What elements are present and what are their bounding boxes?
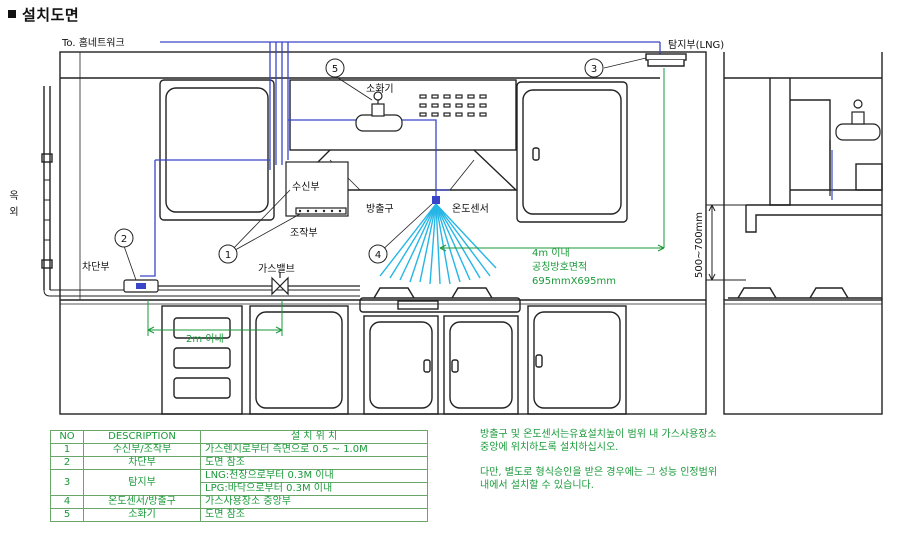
note-line-2: 중앙에 위치하도록 설치하십시오.	[480, 442, 619, 453]
control-buttons	[298, 209, 342, 213]
callout-4: 4	[375, 250, 381, 261]
row-desc: 탐지부	[83, 469, 201, 496]
heading-text: 설치도면	[22, 6, 80, 24]
row-pos: LNG:천장으로부터 0.3M 이내	[200, 469, 428, 483]
callout-1: 1	[225, 250, 231, 261]
dimension-lines	[147, 68, 665, 336]
row-no: 3	[50, 469, 84, 496]
row-desc: 차단부	[83, 456, 201, 470]
coverage-area-value: 695mmX695mm	[532, 276, 616, 287]
row-desc: 소화기	[83, 508, 201, 522]
receiver-label: 수신부	[292, 181, 320, 193]
control-label: 조작부	[290, 227, 318, 239]
nozzle-label: 방출구	[366, 203, 394, 215]
distance-2m-label: 2m 이내	[186, 333, 224, 345]
row-no: 2	[50, 456, 84, 470]
receiver-control-box	[285, 161, 349, 217]
table-row: 4 온도센서/방출구 가스사용장소 중앙부	[50, 495, 428, 509]
gas-supply-line	[130, 272, 360, 296]
callout-leaders	[123, 57, 647, 281]
coverage-area-label: 공칭방호면적	[532, 261, 587, 273]
detector-device	[645, 53, 687, 67]
gas-valve-label: 가스밸브	[258, 263, 295, 275]
network-label: To. 홈네트워크	[61, 36, 125, 49]
row-pos-secondary: LPG:바닥으로부터 0.3M 이내	[200, 482, 428, 496]
note-line-4: 내에서 설치할 수 있습니다.	[480, 480, 594, 491]
detector-label: 탐지부(LNG)	[668, 39, 724, 51]
callout-3: 3	[591, 64, 597, 75]
row-desc: 수신부/조작부	[83, 443, 201, 457]
row-pos: 가스사용장소 중앙부	[200, 495, 428, 509]
col-no-header: NO	[50, 430, 84, 444]
height-range-label: 500~700mm	[694, 212, 705, 278]
callout-5: 5	[332, 64, 338, 75]
row-pos: 도면 참조	[200, 456, 428, 470]
extinguisher-icon	[355, 91, 403, 132]
table-row: 1 수신부/조작부 가스렌지로부터 측면으로 0.5 ~ 1.0M	[50, 443, 428, 457]
heading-bullet	[8, 10, 16, 18]
row-no: 5	[50, 508, 84, 522]
callout-2: 2	[121, 234, 127, 245]
col-pos-header: 설 치 위 치	[200, 430, 428, 444]
shutoff-unit	[123, 279, 159, 293]
row-no: 1	[50, 443, 84, 457]
table-row: 2 차단부 도면 참조	[50, 456, 428, 470]
pipe-dash-markers	[44, 179, 50, 241]
nozzle-head	[432, 196, 440, 204]
outdoor-label: 옥외	[7, 190, 19, 222]
temp-sensor-label: 온도센서	[452, 203, 489, 215]
distance-4m-label: 4m 이내	[532, 247, 570, 259]
row-pos: 도면 참조	[200, 508, 428, 522]
note-line-1: 방출구 및 온도센서는유효설치높이 범위 내 가스사용장소	[480, 429, 717, 440]
note-line-3: 다만, 별도로 형식승인을 받은 경우에는 그 성능 인정범위	[480, 467, 718, 478]
row-no: 4	[50, 495, 84, 509]
table-row: 5 소화기 도면 참조	[50, 508, 428, 522]
height-dimension	[706, 204, 746, 281]
row-desc: 온도센서/방출구	[83, 495, 201, 509]
row-pos: 가스렌지로부터 측면으로 0.5 ~ 1.0M	[200, 443, 428, 457]
page-heading: 설치도면	[8, 4, 79, 25]
shutoff-label: 차단부	[82, 261, 110, 273]
callout-markers	[114, 58, 604, 264]
table-row: 3 탐지부 LNG:천장으로부터 0.3M 이내	[50, 469, 428, 496]
col-desc-header: DESCRIPTION	[83, 430, 201, 444]
signal-wiring	[140, 41, 661, 277]
description-table: NO DESCRIPTION 설 치 위 치 1 수신부/조작부 가스렌지로부터…	[50, 430, 428, 522]
table-header-row: NO DESCRIPTION 설 치 위 치	[50, 430, 428, 444]
side-extinguisher-icon	[829, 99, 881, 196]
nozzle-spray	[379, 203, 497, 285]
extinguisher-label: 소화기	[366, 83, 394, 95]
